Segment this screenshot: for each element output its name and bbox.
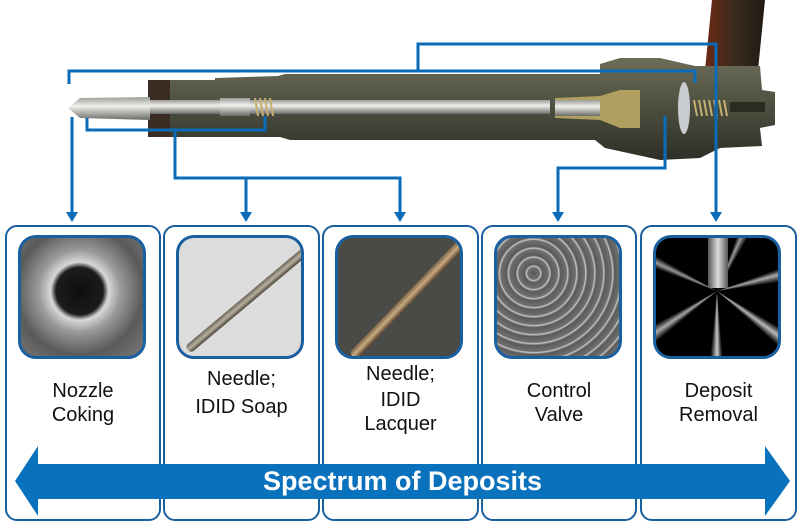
fuel-pipe xyxy=(705,0,765,70)
connector-control-valve xyxy=(556,116,667,213)
arrow-deposit-removal xyxy=(710,212,722,222)
label-line: Control xyxy=(526,380,592,402)
label-line: Needle; xyxy=(207,368,276,390)
needle-lacquer-image xyxy=(335,235,463,359)
arrow-nozzle xyxy=(66,212,78,222)
card-label: Nozzle Coking xyxy=(7,379,159,427)
double-headed-arrow xyxy=(15,446,790,516)
label-line: IDID xyxy=(380,389,421,411)
spring-left xyxy=(254,97,274,117)
card-label: Control Valve xyxy=(483,379,635,427)
arrowheads xyxy=(66,212,722,222)
connector-deposit-removal xyxy=(416,42,718,213)
spray-plume-image xyxy=(653,235,781,359)
label-line: Deposit xyxy=(684,380,753,402)
connector-needle xyxy=(173,131,402,213)
label-line: Needle; xyxy=(366,363,435,385)
arrow-needle-soap xyxy=(240,212,252,222)
needle-soap-image xyxy=(176,235,304,359)
connector-lines xyxy=(67,42,718,213)
arrow-control-valve xyxy=(552,212,564,222)
card-label: Needle; IDID Lacquer xyxy=(324,362,477,436)
label-line: Removal xyxy=(679,404,758,426)
card-label: Needle; IDID Soap xyxy=(165,367,318,419)
connector-needle-bracket xyxy=(85,116,267,132)
arrow-needle-lacquer xyxy=(394,212,406,222)
label-line: Lacquer xyxy=(364,413,437,435)
label-line: IDID Soap xyxy=(195,396,288,418)
label-line: Valve xyxy=(534,404,584,426)
sem-control-valve-image xyxy=(494,235,622,359)
connector-nozzle xyxy=(67,69,697,84)
label-line: Coking xyxy=(51,404,115,426)
card-label: Deposit Removal xyxy=(642,379,795,427)
valve-disc xyxy=(678,82,690,134)
sem-nozzle-hole-image xyxy=(18,235,146,359)
nozzle-tip xyxy=(68,97,150,120)
label-line: Nozzle xyxy=(52,380,114,402)
spectrum-label: Spectrum of Deposits xyxy=(262,466,543,496)
